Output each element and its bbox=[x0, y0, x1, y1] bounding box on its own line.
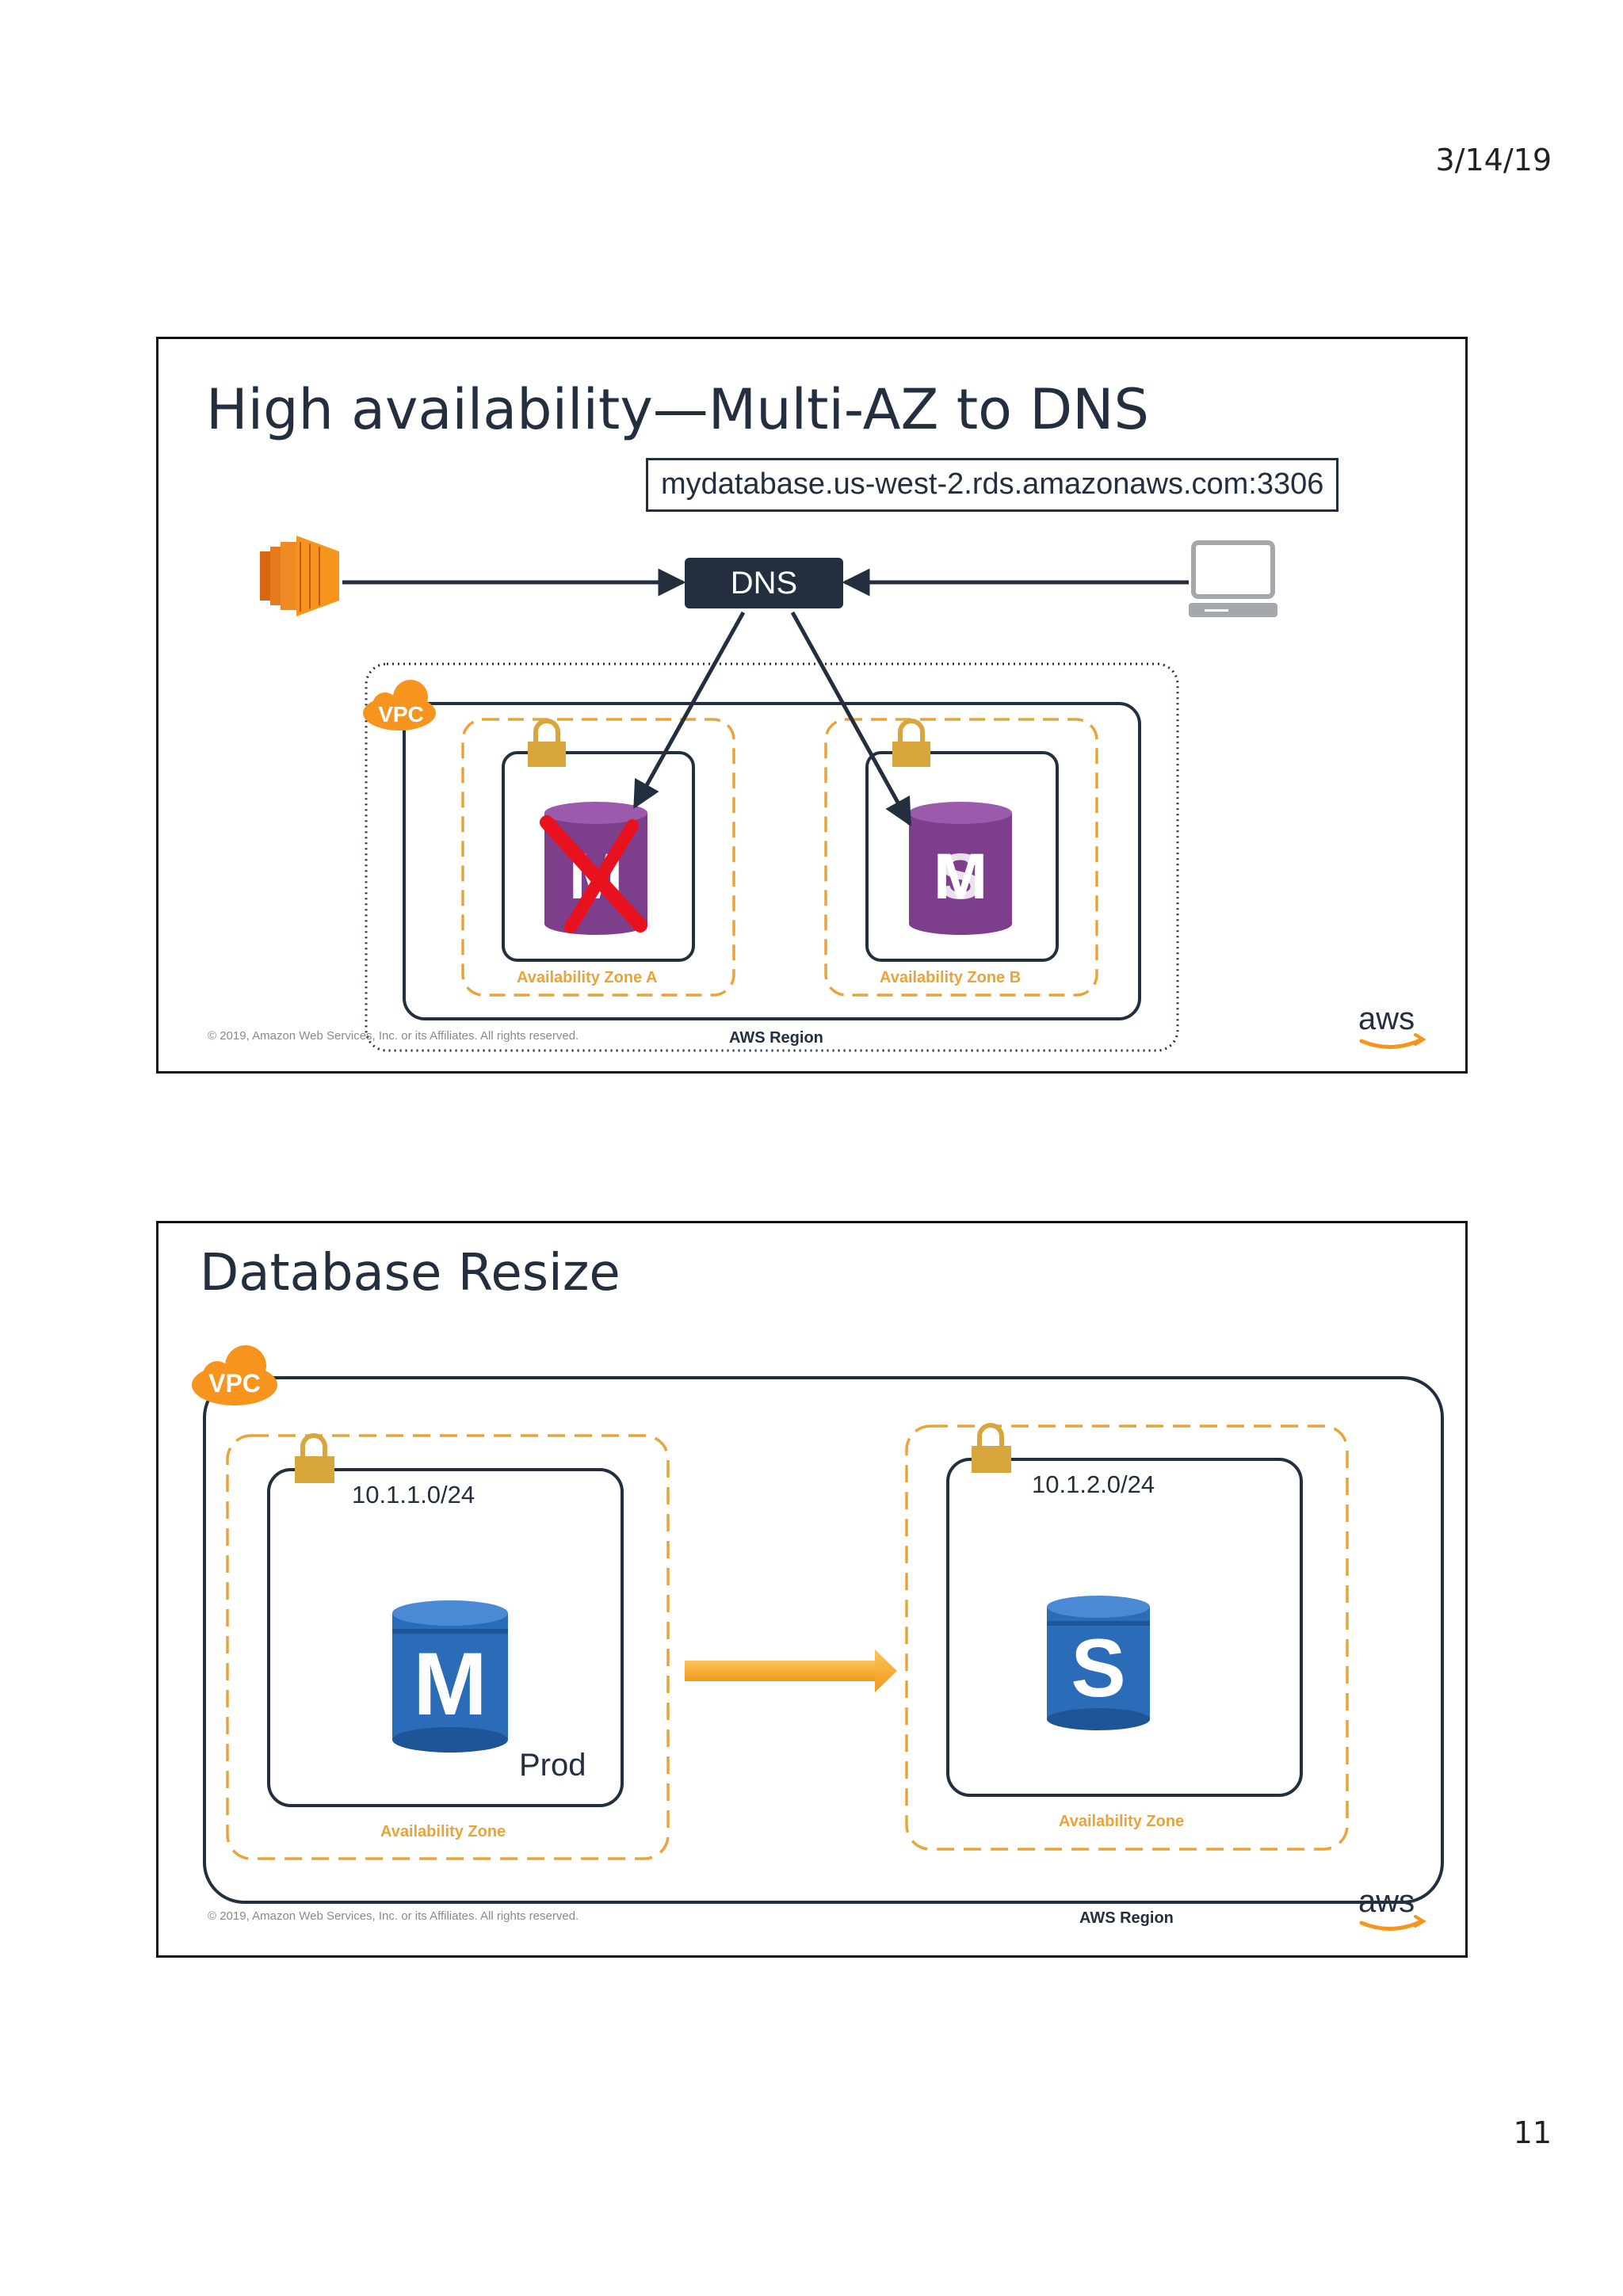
subnet-a bbox=[502, 751, 695, 962]
svg-text:S: S bbox=[939, 841, 983, 913]
vpc-label: VPC bbox=[208, 1369, 261, 1398]
availability-zone-b bbox=[824, 718, 1098, 997]
dns-to-db-a-arrow bbox=[632, 611, 746, 810]
lock-icon bbox=[972, 1423, 1011, 1473]
vpc-boundary bbox=[203, 1376, 1444, 1904]
rds-standby-database-icon bbox=[1047, 1596, 1150, 1730]
vpc-boundary bbox=[403, 702, 1141, 1020]
slide-database-resize: Database Resize VPC 10.1.1.0/24 10.1.2.0… bbox=[156, 1221, 1468, 1958]
slide-title: Database Resize bbox=[200, 1244, 621, 1302]
ec2-instance-icon bbox=[260, 536, 339, 616]
availability-zone-b-label: Availability Zone B bbox=[880, 969, 1022, 986]
rds-database-icon: M S bbox=[909, 802, 1012, 935]
failure-x-icon bbox=[540, 815, 647, 933]
database-endpoint: mydatabase.us-west-2.rds.amazonaws.com:3… bbox=[646, 458, 1339, 512]
database-resize-diagram bbox=[192, 1345, 1444, 1932]
vpc-cloud-icon bbox=[192, 1345, 277, 1405]
lock-icon bbox=[892, 719, 930, 767]
availability-zone-a bbox=[461, 718, 735, 997]
client-laptop-icon bbox=[1189, 540, 1277, 617]
aws-region-label: AWS Region bbox=[1079, 1909, 1174, 1927]
lock-icon bbox=[528, 719, 566, 767]
slide-multi-az-dns: M M S High availability—Multi-AZ to DNS … bbox=[156, 337, 1468, 1074]
subnet-right-cidr: 10.1.2.0/24 bbox=[1032, 1470, 1155, 1498]
standby-db-letter: S bbox=[1071, 1623, 1126, 1714]
copyright-text: © 2019, Amazon Web Services, Inc. or its… bbox=[208, 1029, 579, 1043]
copyright-text: © 2019, Amazon Web Services, Inc. or its… bbox=[208, 1909, 579, 1923]
vpc-cloud-icon bbox=[363, 680, 436, 730]
availability-zone-right bbox=[905, 1425, 1349, 1851]
master-db-letter: M bbox=[413, 1634, 487, 1733]
prod-label: Prod bbox=[519, 1748, 586, 1783]
availability-zone-right-label: Availability Zone bbox=[1059, 1813, 1185, 1830]
aws-smile-icon bbox=[1359, 1919, 1424, 1932]
dns-box bbox=[685, 558, 843, 608]
dns-to-db-b-arrow bbox=[790, 611, 912, 827]
subnet-right bbox=[946, 1458, 1303, 1797]
page-number: 11 bbox=[1513, 2115, 1552, 2150]
page-date: 3/14/19 bbox=[1435, 143, 1552, 177]
subnet-left-cidr: 10.1.1.0/24 bbox=[352, 1481, 475, 1508]
subnet-left bbox=[267, 1468, 624, 1807]
aws-region-label: AWS Region bbox=[729, 1029, 823, 1047]
aws-logo: aws bbox=[1358, 1884, 1415, 1919]
availability-zone-left bbox=[226, 1434, 670, 1860]
subnet-b bbox=[865, 751, 1059, 962]
slide-title: High availability—Multi-AZ to DNS bbox=[206, 377, 1149, 442]
lock-icon bbox=[295, 1433, 334, 1483]
aws-logo: aws bbox=[1358, 1001, 1415, 1036]
aws-smile-icon bbox=[1359, 1037, 1424, 1050]
dns-label: DNS bbox=[730, 566, 798, 601]
availability-zone-a-label: Availability Zone A bbox=[517, 969, 658, 986]
svg-text:M: M bbox=[934, 841, 987, 913]
rds-master-database-icon bbox=[392, 1600, 508, 1753]
availability-zone-left-label: Availability Zone bbox=[380, 1823, 506, 1840]
multi-az-diagram: M M S bbox=[260, 536, 1426, 1052]
vpc-label: VPC bbox=[378, 702, 424, 727]
aws-region-boundary bbox=[365, 662, 1179, 1052]
resize-arrow bbox=[685, 1650, 897, 1692]
